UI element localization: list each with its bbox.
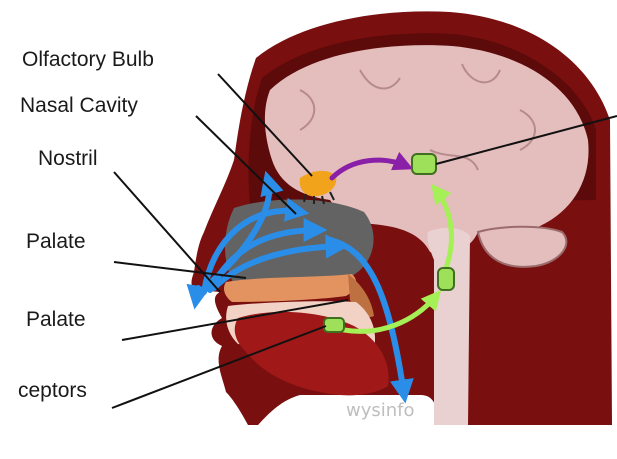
watermark: wysinfo bbox=[346, 400, 415, 421]
label-receptors: ceptors bbox=[18, 379, 87, 402]
brain-relay-node bbox=[412, 154, 436, 174]
label-nasal-cavity: Nasal Cavity bbox=[20, 94, 138, 117]
label-nostril: Nostril bbox=[38, 147, 98, 170]
label-olfactory-bulb: Olfactory Bulb bbox=[22, 48, 154, 71]
label-soft-palate: Palate bbox=[26, 308, 86, 331]
tongue-receptor-node bbox=[324, 318, 344, 332]
label-hard-palate: Palate bbox=[26, 230, 86, 253]
brainstem-relay-node bbox=[438, 268, 454, 290]
